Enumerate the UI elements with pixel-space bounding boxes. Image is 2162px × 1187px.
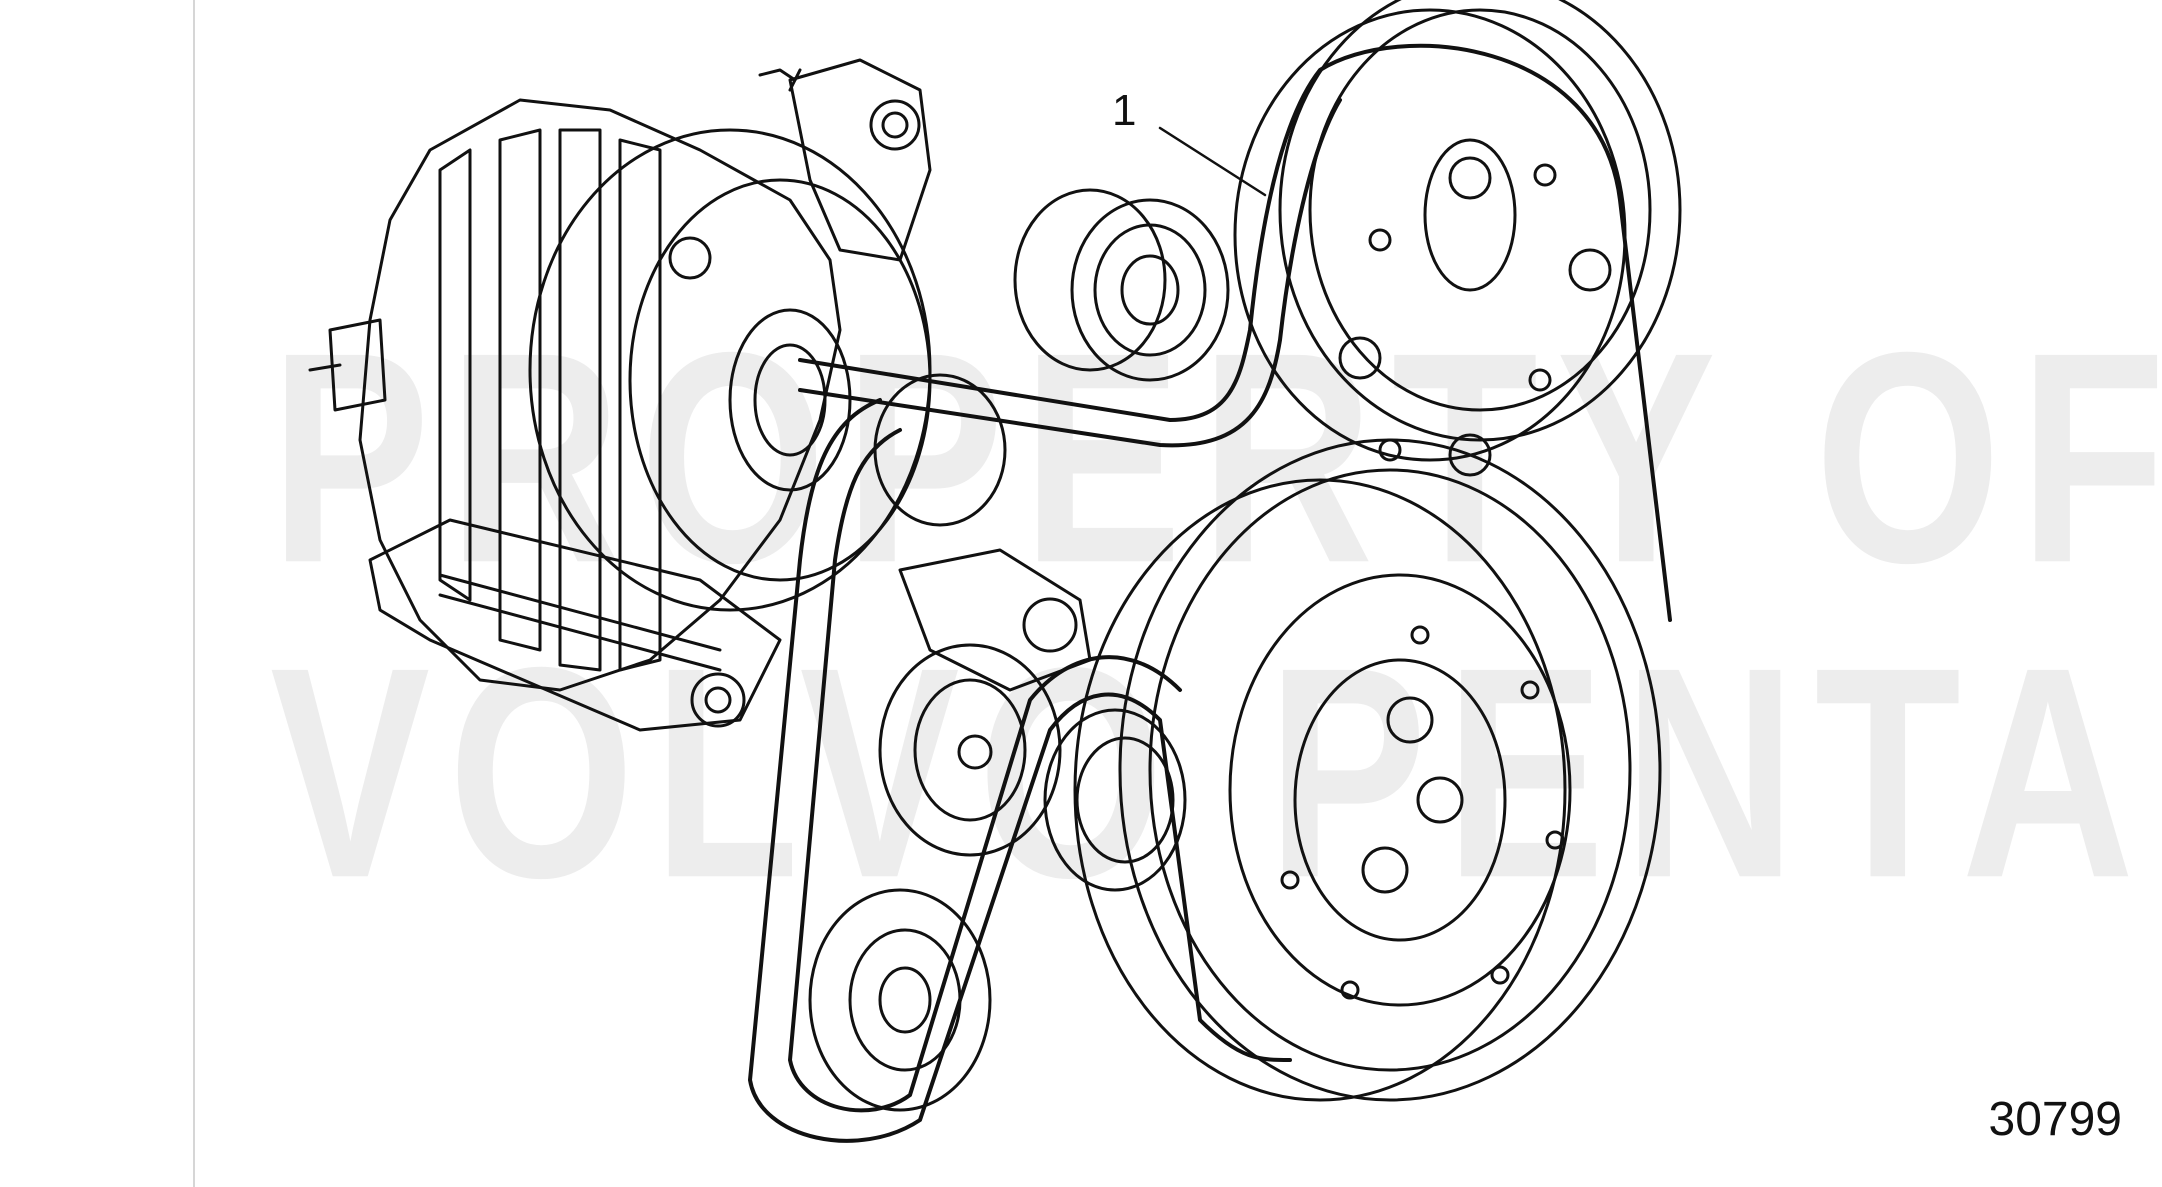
lower-idler-pulley	[1043, 708, 1187, 892]
upper-drive-pulley	[1233, 0, 1682, 477]
callout-leader-line	[1158, 126, 1267, 197]
upper-idler-pulley	[1013, 188, 1230, 382]
left-margin-rule	[193, 0, 195, 1187]
drive-belt	[748, 43, 1672, 1143]
figure-number: 30799	[1988, 1093, 2122, 1146]
watermark-line-1: PROPERTY OF	[270, 290, 2162, 625]
watermark-line-2: VOLVO PENTA	[270, 605, 2153, 940]
callout-number: 1	[1112, 86, 1137, 135]
crankshaft-damper-pulley	[1073, 438, 1662, 1102]
guide-roller	[873, 373, 1007, 527]
belt-tensioner	[878, 548, 1092, 857]
alternator	[308, 58, 932, 732]
